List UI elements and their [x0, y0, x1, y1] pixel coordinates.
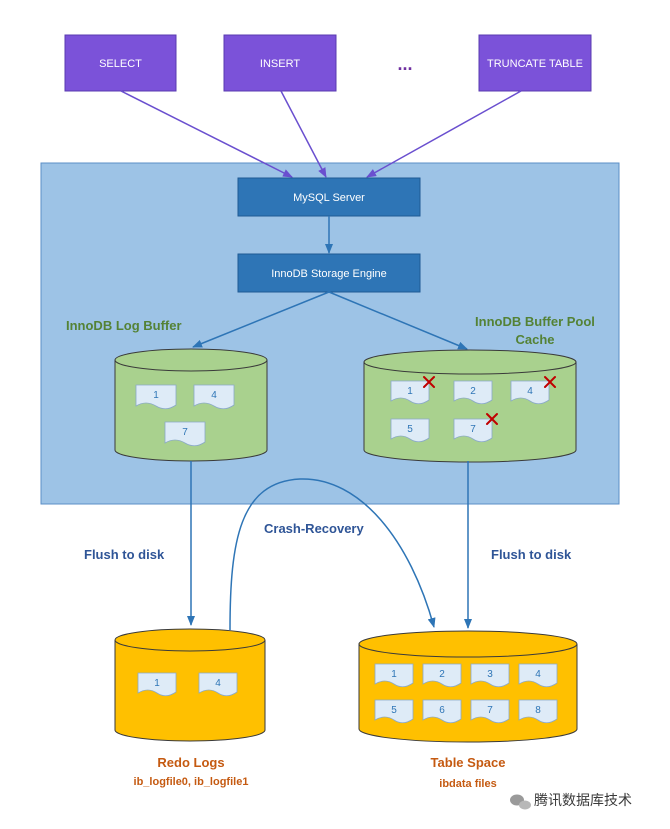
redo-logs-subtitle: ib_logfile0, ib_logfile1	[134, 776, 249, 788]
svg-text:5: 5	[391, 705, 397, 716]
log-buffer-page: 1	[135, 384, 177, 410]
truncate-to-server-arrow	[366, 90, 522, 178]
table-space-subtitle: ibdata files	[439, 778, 496, 790]
buffer-pool-title-line2: Cache	[515, 332, 554, 347]
table-space-title: Table Space	[431, 755, 506, 770]
crash-recovery-arrow	[229, 478, 436, 631]
select-query-box: SELECT	[64, 34, 177, 92]
svg-text:1: 1	[154, 678, 160, 689]
table-space-page: 1	[374, 663, 414, 688]
svg-text:2: 2	[439, 669, 445, 680]
buffer-pool-page: 7	[453, 418, 493, 443]
table-space-page: 6	[422, 699, 462, 724]
buffer-pool-page: 4	[510, 380, 550, 405]
engine-to-log-buffer-arrow	[192, 291, 330, 348]
select-label: SELECT	[99, 58, 142, 70]
redo-log-page: 1	[137, 672, 177, 697]
watermark-text: 腾讯数据库技术	[534, 792, 632, 809]
select-to-server-arrow	[120, 90, 293, 178]
dirty-page-cross-icon	[486, 413, 498, 425]
table-space-page: 5	[374, 699, 414, 724]
table-space-cylinder: 1 2 3 4 5 6 7 8	[358, 630, 578, 743]
svg-text:1: 1	[407, 386, 413, 397]
innodb-engine-label: InnoDB Storage Engine	[271, 268, 387, 280]
svg-text:7: 7	[182, 427, 188, 438]
svg-text:1: 1	[391, 669, 397, 680]
mysql-server-label: MySQL Server	[293, 192, 365, 204]
engine-to-buffer-pool-arrow	[328, 291, 468, 350]
buffer-pool-page: 2	[453, 380, 493, 405]
log-buffer-page: 7	[164, 421, 206, 447]
insert-query-box: INSERT	[223, 34, 337, 92]
table-space-page: 2	[422, 663, 462, 688]
innodb-engine-box: InnoDB Storage Engine	[237, 253, 421, 293]
buffer-pool-page: 5	[390, 418, 430, 443]
svg-text:4: 4	[527, 386, 533, 397]
more-queries-ellipsis: ...	[397, 54, 412, 74]
svg-text:8: 8	[535, 705, 541, 716]
dirty-page-cross-icon	[423, 376, 435, 388]
buffer-pool-page: 1	[390, 380, 430, 405]
log-buffer-title: InnoDB Log Buffer	[66, 318, 182, 333]
svg-text:7: 7	[487, 705, 493, 716]
log-buffer-cylinder: 1 4 7	[114, 348, 268, 462]
log-buffer-page: 4	[193, 384, 235, 410]
insert-label: INSERT	[260, 58, 300, 70]
svg-text:1: 1	[153, 390, 159, 401]
flush-right-label: Flush to disk	[491, 547, 572, 562]
wechat-icon	[510, 794, 531, 810]
truncate-query-box: TRUNCATE TABLE	[478, 34, 592, 92]
insert-to-server-arrow	[280, 90, 327, 178]
svg-text:4: 4	[535, 669, 541, 680]
mysql-server-box: MySQL Server	[237, 177, 421, 217]
svg-text:2: 2	[470, 386, 476, 397]
svg-text:4: 4	[215, 678, 221, 689]
table-space-page: 7	[470, 699, 510, 724]
buffer-pool-title-line1: InnoDB Buffer Pool	[475, 314, 595, 329]
buffer-pool-cylinder: 1 2 4 5 7	[363, 349, 577, 463]
dirty-page-cross-icon	[544, 376, 556, 388]
table-space-page: 8	[518, 699, 558, 724]
svg-text:6: 6	[439, 705, 445, 716]
watermark: 腾讯数据库技术	[510, 792, 632, 810]
crash-recovery-label: Crash-Recovery	[264, 521, 364, 536]
svg-text:7: 7	[470, 424, 476, 435]
svg-text:5: 5	[407, 424, 413, 435]
flush-left-label: Flush to disk	[84, 547, 165, 562]
redo-logs-title: Redo Logs	[157, 755, 224, 770]
svg-text:4: 4	[211, 390, 217, 401]
redo-log-page: 4	[198, 672, 238, 697]
svg-text:3: 3	[487, 669, 493, 680]
truncate-label: TRUNCATE TABLE	[487, 58, 583, 70]
table-space-page: 4	[518, 663, 558, 688]
table-space-page: 3	[470, 663, 510, 688]
redo-logs-cylinder: 1 4	[114, 628, 266, 742]
